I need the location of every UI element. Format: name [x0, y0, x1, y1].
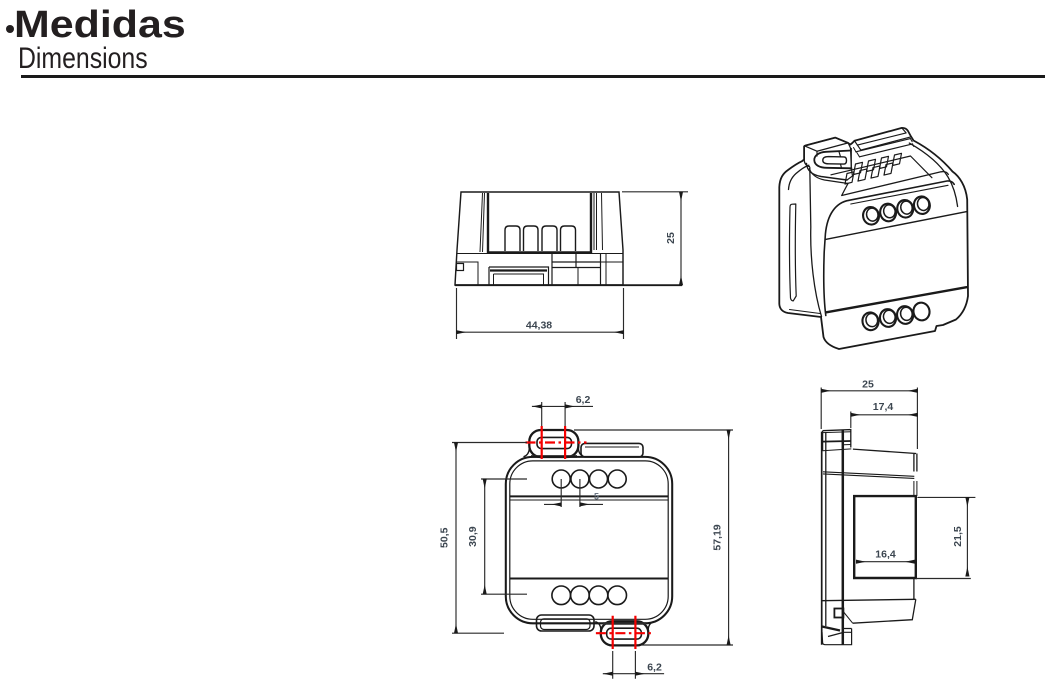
svg-text:25: 25 [862, 379, 874, 391]
svg-text:30,9: 30,9 [467, 526, 479, 547]
svg-text:44,38: 44,38 [526, 320, 552, 332]
svg-text:17,4: 17,4 [873, 401, 894, 413]
svg-text:16,4: 16,4 [875, 549, 896, 561]
svg-text:50,5: 50,5 [439, 527, 451, 548]
svg-text:6,2: 6,2 [576, 394, 591, 406]
svg-text:57,19: 57,19 [711, 524, 723, 550]
svg-text:5: 5 [594, 492, 599, 502]
svg-text:6,2: 6,2 [647, 662, 662, 674]
svg-text:25: 25 [665, 232, 677, 244]
svg-text:21,5: 21,5 [952, 526, 964, 547]
